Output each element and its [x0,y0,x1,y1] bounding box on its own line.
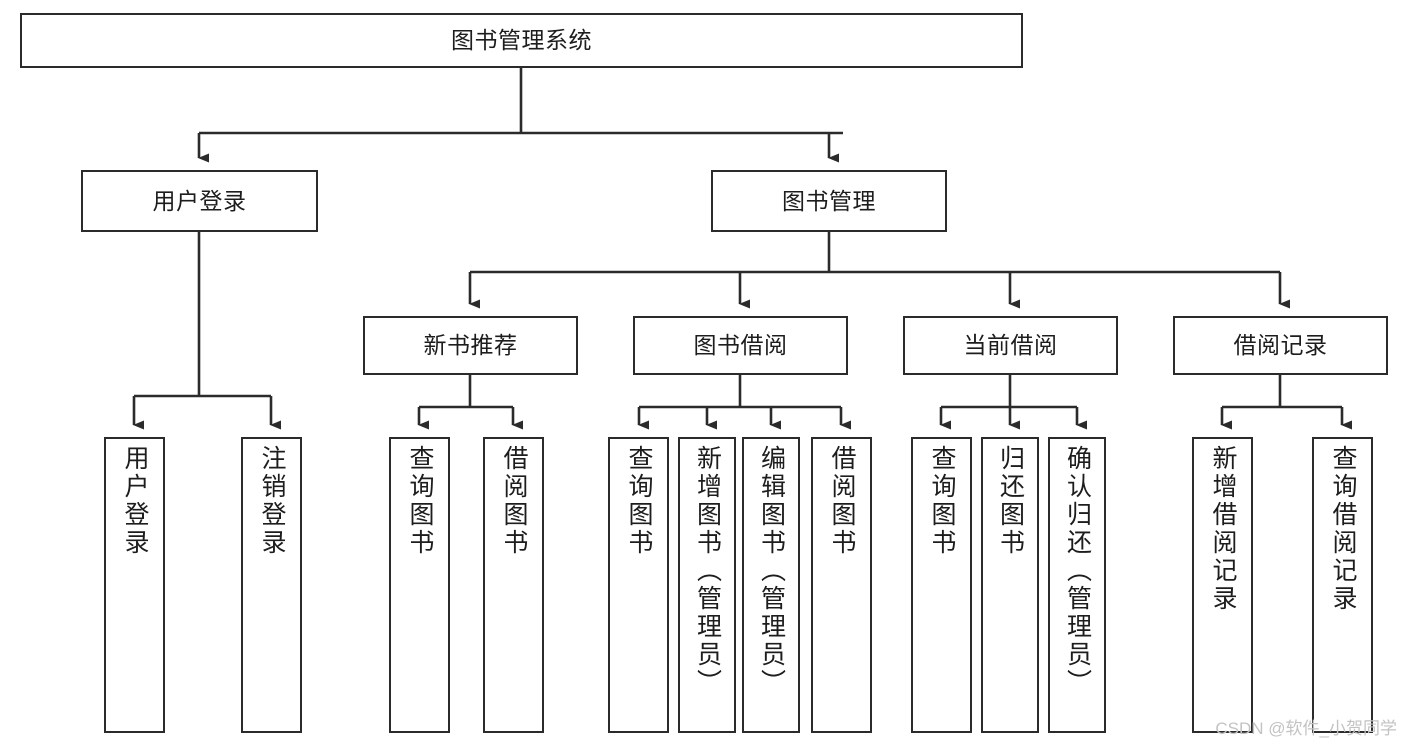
node-leaf-query-book-recommend[interactable]: 查询图书 [389,437,450,733]
node-leaf-query-borrow-record[interactable]: 查询借阅记录 [1312,437,1373,733]
node-leaf-user-logout[interactable]: 注销登录 [241,437,302,733]
node-label: 新增图书（管理员） [693,445,722,697]
node-label: 借阅图书 [500,445,528,557]
csdn-watermark: CSDN @软件_小贺同学 [1215,719,1397,738]
node-leaf-edit-book[interactable]: 编辑图书（管理员） [742,437,800,733]
node-label: 编辑图书（管理员） [757,445,786,697]
node-user-login[interactable]: 用户登录 [81,170,318,232]
node-label: 查询图书 [625,445,653,557]
node-leaf-query-book-borrow[interactable]: 查询图书 [608,437,669,733]
node-label: 确认归还（管理员） [1063,445,1092,697]
node-book-borrow[interactable]: 图书借阅 [633,316,848,375]
node-book-management[interactable]: 图书管理 [711,170,947,232]
node-label: 图书借阅 [693,332,788,359]
node-label: 图书管理系统 [451,27,592,54]
node-label: 图书管理 [782,187,876,214]
node-label: 用户登录 [152,187,247,214]
node-label: 新增借阅记录 [1209,445,1237,613]
node-label: 借阅记录 [1233,332,1328,359]
node-leaf-return-book[interactable]: 归还图书 [981,437,1039,733]
node-root-book-management-system[interactable]: 图书管理系统 [20,13,1023,68]
node-leaf-query-book-current[interactable]: 查询图书 [911,437,972,733]
node-label: 查询借阅记录 [1329,445,1357,613]
node-new-book-recommend[interactable]: 新书推荐 [363,316,578,375]
node-borrow-record[interactable]: 借阅记录 [1173,316,1388,375]
node-label: 当前借阅 [963,332,1058,359]
node-leaf-borrow-book[interactable]: 借阅图书 [811,437,872,733]
node-label: 新书推荐 [423,332,518,359]
node-label: 查询图书 [928,445,956,557]
node-leaf-borrow-book-recommend[interactable]: 借阅图书 [483,437,544,733]
node-label: 用户登录 [121,445,149,557]
node-label: 借阅图书 [828,445,856,557]
node-label: 注销登录 [258,445,286,557]
node-label: 归还图书 [996,445,1025,557]
node-leaf-confirm-return[interactable]: 确认归还（管理员） [1048,437,1106,733]
node-current-borrow[interactable]: 当前借阅 [903,316,1118,375]
node-leaf-add-borrow-record[interactable]: 新增借阅记录 [1192,437,1253,733]
node-label: 查询图书 [406,445,434,557]
node-leaf-user-login[interactable]: 用户登录 [104,437,165,733]
node-leaf-add-book[interactable]: 新增图书（管理员） [678,437,736,733]
